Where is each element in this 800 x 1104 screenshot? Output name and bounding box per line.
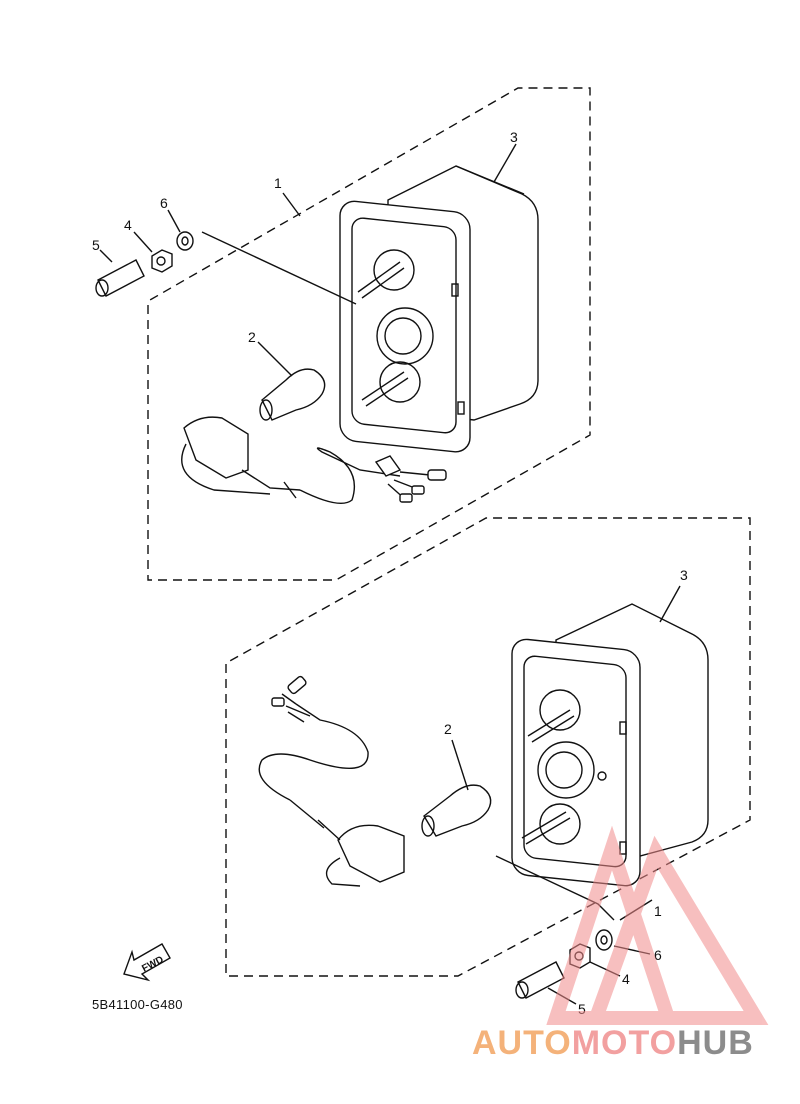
upper-callout-1: 1 bbox=[274, 175, 282, 191]
upper-washer-6 bbox=[176, 231, 194, 251]
watermark-part-auto: AUTO bbox=[472, 1024, 572, 1062]
lower-callout-labels: 1 2 3 4 5 6 bbox=[444, 567, 688, 1017]
lower-callout-2: 2 bbox=[444, 721, 452, 737]
lower-callout-4: 4 bbox=[622, 971, 630, 987]
upper-bezel-inner bbox=[351, 217, 457, 434]
watermark-text: AUTOMOTOHUB bbox=[472, 1024, 754, 1063]
upper-callout-4: 4 bbox=[124, 217, 132, 233]
upper-socket-harness bbox=[181, 416, 447, 504]
lower-bulb-2 bbox=[421, 784, 492, 837]
lower-callout-5: 5 bbox=[578, 1001, 586, 1017]
lower-bezel-inner bbox=[523, 655, 627, 868]
watermark-part-hub: HUB bbox=[677, 1024, 754, 1062]
lower-assembly bbox=[225, 517, 751, 1005]
lower-callout-6: 6 bbox=[654, 947, 662, 963]
lower-callout-1: 1 bbox=[654, 903, 662, 919]
lower-dashed-boundary bbox=[225, 517, 751, 977]
upper-bezel-outer bbox=[339, 200, 471, 453]
upper-callout-3: 3 bbox=[510, 129, 518, 145]
upper-callout-5: 5 bbox=[92, 237, 100, 253]
upper-callout-2: 2 bbox=[248, 329, 256, 345]
watermark-part-moto: MOTO bbox=[571, 1024, 678, 1062]
watermark-logo-icon bbox=[546, 825, 769, 1025]
upper-dashed-boundary bbox=[147, 87, 591, 581]
upper-callout-6: 6 bbox=[160, 195, 168, 211]
upper-collar-5 bbox=[95, 259, 145, 297]
part-code: 5B41100-G480 bbox=[92, 997, 183, 1012]
upper-bulb-2 bbox=[259, 368, 326, 421]
upper-assembly bbox=[95, 87, 591, 581]
lower-socket-harness bbox=[258, 675, 405, 887]
lower-bezel-outer bbox=[511, 638, 641, 887]
upper-callout-labels: 1 2 3 4 5 6 bbox=[92, 129, 518, 345]
lower-callout-3: 3 bbox=[680, 567, 688, 583]
upper-nut-4 bbox=[151, 249, 173, 273]
fwd-arrow-icon: FWD bbox=[123, 943, 171, 982]
lower-washer-6 bbox=[595, 929, 613, 951]
